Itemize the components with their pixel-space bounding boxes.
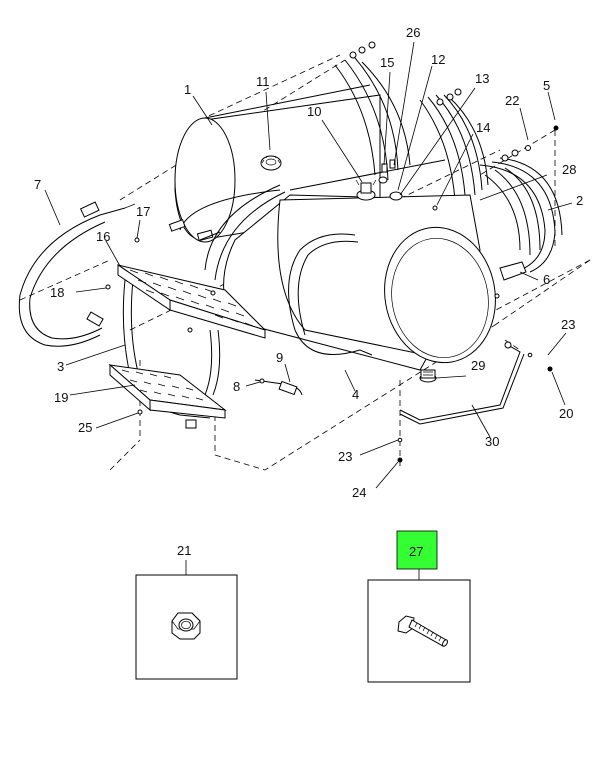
- callout-14: 14: [476, 120, 490, 135]
- callout-23-bottom: 23: [338, 449, 352, 464]
- callout-22: 22: [505, 93, 519, 108]
- callout-30: 30: [485, 434, 499, 449]
- callout-26: 26: [406, 25, 420, 40]
- lower-bracket: [254, 378, 303, 396]
- callout-24: 24: [352, 485, 366, 500]
- callout-labels: 1 2 3 4 5 6 7 8 9 10 11 12 13 14 15 16 1…: [34, 25, 583, 500]
- detail-label-bolt: 27: [409, 544, 423, 559]
- callout-12: 12: [431, 52, 445, 67]
- callout-16: 16: [96, 229, 110, 244]
- step-assembly: [105, 237, 266, 429]
- callout-29: 29: [471, 358, 485, 373]
- callout-11: 11: [256, 74, 270, 89]
- filler-cap-icon: [260, 155, 282, 171]
- callout-2: 2: [576, 193, 583, 208]
- fuel-sender-icon: [355, 179, 377, 201]
- hex-bolt-icon: [397, 615, 448, 647]
- callout-15: 15: [380, 55, 394, 70]
- callout-23-right: 23: [561, 317, 575, 332]
- callout-25: 25: [78, 420, 92, 435]
- detail-box-bolt[interactable]: 27: [367, 530, 471, 683]
- tank-fitting-icon: [378, 159, 438, 211]
- callout-19: 19: [54, 390, 68, 405]
- front-strap: [288, 233, 373, 356]
- strap-bolt-icon: [501, 149, 519, 162]
- strap-bolt-icon: [349, 41, 462, 106]
- leader-lines: [44, 41, 573, 489]
- main-fuel-tank: [223, 159, 496, 371]
- callout-28: 28: [562, 162, 576, 177]
- detail-label-nut: 21: [177, 543, 191, 558]
- callout-17: 17: [136, 204, 150, 219]
- callout-20: 20: [559, 406, 573, 421]
- left-strap: [18, 201, 136, 347]
- hex-nut-icon: [171, 612, 201, 640]
- callout-9: 9: [276, 350, 283, 365]
- middle-straps: [168, 184, 286, 281]
- callout-5: 5: [543, 78, 550, 93]
- callout-18: 18: [50, 285, 64, 300]
- callout-1: 1: [184, 82, 191, 97]
- callout-3: 3: [57, 359, 64, 374]
- detail-box-nut[interactable]: 21: [135, 543, 238, 680]
- fuel-line: [397, 125, 559, 463]
- upper-step-tread: [117, 264, 266, 339]
- callout-13: 13: [475, 71, 489, 86]
- highlight-badge: [396, 530, 438, 570]
- callout-6: 6: [543, 272, 550, 287]
- lower-step-tread: [108, 363, 227, 429]
- callout-7: 7: [34, 177, 41, 192]
- callout-10: 10: [307, 104, 321, 119]
- drain-plug-icon: [419, 369, 437, 383]
- right-strap-set: [479, 149, 563, 299]
- callout-8: 8: [233, 379, 240, 394]
- callout-4: 4: [352, 387, 359, 402]
